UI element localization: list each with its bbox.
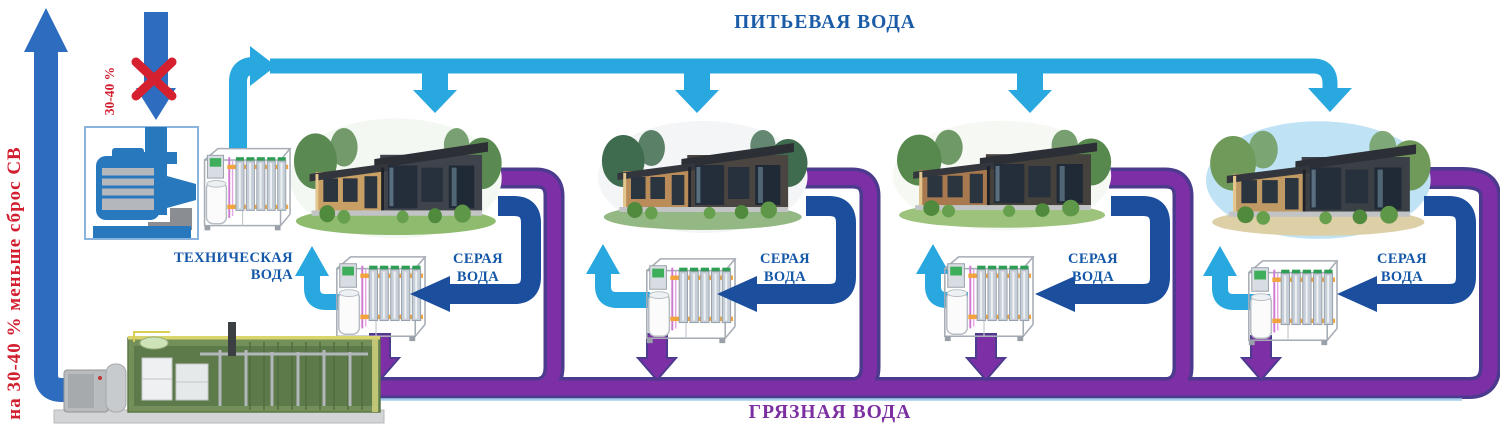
- filter-drain-arrows: [358, 333, 1283, 382]
- technical-water-label: ТЕХНИЧЕСКАЯ ВОДА: [173, 250, 293, 283]
- discharge-reduction-label: на 30-40 % меньше сброс СВ: [4, 146, 25, 420]
- filter-unit-4: [1247, 259, 1339, 347]
- drinking-water-pipes: [229, 46, 1352, 148]
- filter-unit-supply: [203, 147, 292, 232]
- house-2: [598, 121, 808, 233]
- dirty-water-pipes: [368, 167, 1500, 401]
- pump-icon: [93, 127, 196, 238]
- house-4: [1206, 121, 1431, 239]
- discharge-arrow: [24, 8, 118, 402]
- crossed-out-intake-icon: [131, 57, 177, 101]
- house-3: [893, 120, 1112, 231]
- house-1: [290, 118, 502, 239]
- intake-reduction-label: 30-40 %: [102, 66, 117, 116]
- filter-unit-2: [645, 257, 737, 345]
- treatment-plant-icon: [53, 322, 385, 424]
- gray-water-pipes: [410, 196, 1476, 312]
- dirty-water-title: ГРЯЗНАЯ ВОДА: [748, 402, 912, 423]
- filter-unit-1: [335, 255, 426, 343]
- filter-unit-3: [943, 255, 1035, 343]
- drinking-water-main-pipe: [270, 58, 1338, 88]
- drinking-water-title: ПИТЬЕВАЯ ВОДА: [734, 12, 916, 33]
